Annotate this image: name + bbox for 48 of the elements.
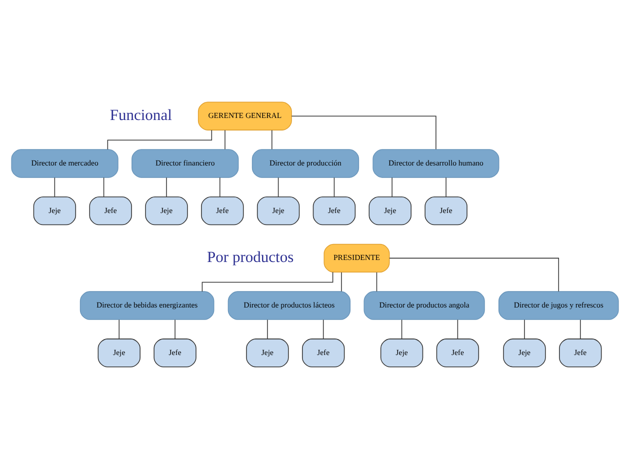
label: Funcional [110, 106, 172, 124]
connector [322, 319, 324, 340]
connector [174, 319, 176, 340]
node-box: Jeje [246, 338, 289, 368]
node-box: Director de productos lácteos [228, 291, 351, 320]
connector [401, 319, 402, 340]
node-box: GERENTE GENERAL [198, 102, 292, 130]
node-box: Director de bebidas energizantes [80, 291, 214, 320]
node-box: Jeje [145, 196, 188, 226]
connector [224, 130, 226, 150]
node-box: Jefe [424, 196, 468, 226]
connector [267, 319, 268, 340]
node-box: Jeje [256, 196, 300, 226]
node-box: Jeje [33, 196, 76, 226]
connector [54, 177, 56, 197]
node-box: Jeje [380, 338, 424, 368]
node-box: Jefe [154, 338, 196, 368]
node-box: PRESIDENTE [324, 244, 390, 273]
node-box: Director de mercadeo [11, 149, 118, 178]
node-box: Jefe [201, 196, 244, 226]
connector [457, 319, 458, 340]
node-box: Director de producción [252, 149, 360, 178]
connector [291, 116, 436, 150]
connector [278, 177, 279, 197]
label: Por productos [207, 249, 294, 266]
node-box: Jefe [312, 196, 356, 226]
node-box: Jeje [98, 338, 140, 368]
node-box: Jefe [89, 196, 132, 226]
connector [376, 272, 378, 292]
connector [341, 272, 342, 292]
node-box: Jeje [503, 338, 546, 368]
node-box: Jefe [302, 338, 345, 368]
node-box: Director de desarrollo humano [372, 149, 500, 178]
node-box: Jefe [436, 338, 480, 368]
node-box: Director financiero [132, 149, 239, 178]
connector [580, 319, 581, 340]
connector [107, 130, 212, 150]
connector [202, 272, 334, 292]
connector [389, 258, 560, 292]
node-box: Director de jugos y refrescos [498, 291, 619, 320]
connector [166, 177, 167, 197]
node-box: Director de productos angola [364, 291, 485, 320]
connector [334, 177, 335, 197]
node-box: Jefe [559, 338, 602, 368]
connector [103, 177, 104, 197]
node-box: Jeje [368, 196, 412, 226]
connector [524, 319, 525, 340]
connector [118, 319, 120, 340]
